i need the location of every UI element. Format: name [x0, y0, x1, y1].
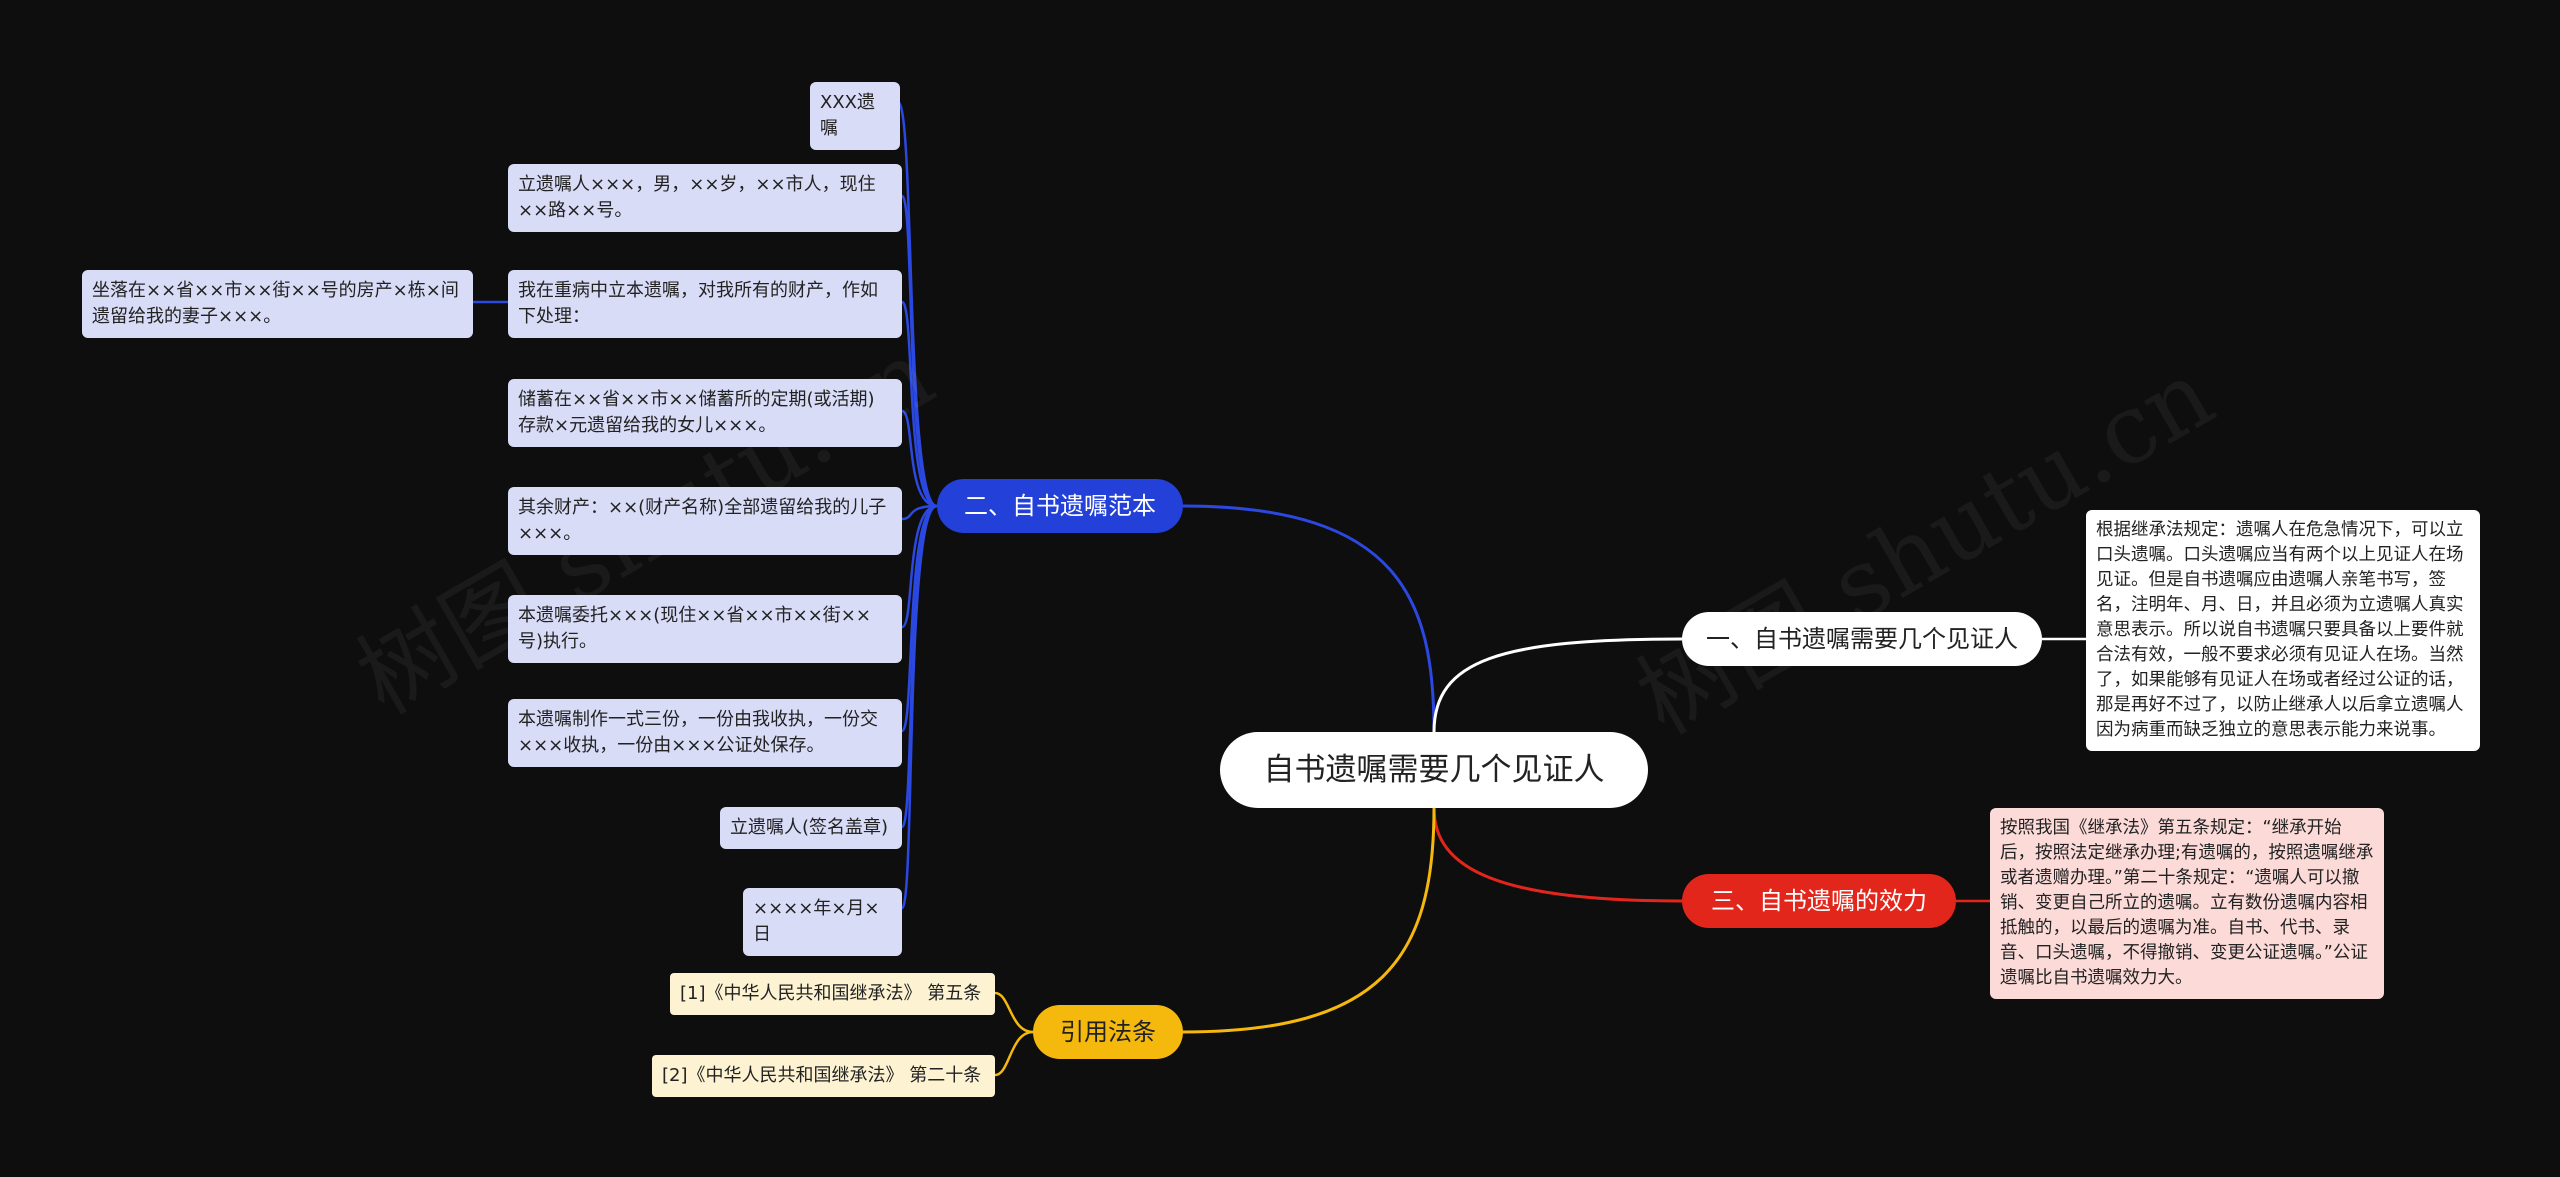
template-item-executor[interactable]: 本遗嘱委托×××(现住××省××市××街××号)执行。 [508, 595, 902, 663]
link-blue-7 [900, 504, 938, 733]
branch-template[interactable]: 二、自书遗嘱范本 [937, 479, 1183, 533]
template-item-signature[interactable]: 立遗嘱人(签名盖章) [720, 807, 902, 849]
link-blue-2 [900, 194, 938, 508]
link-root-yellow [1182, 807, 1436, 1034]
reference-item-1[interactable]: [1]《中华人民共和国继承法》 第五条 [670, 973, 995, 1015]
branch-references[interactable]: 引用法条 [1033, 1005, 1183, 1059]
branch-witness-count[interactable]: 一、自书遗嘱需要几个见证人 [1682, 612, 2042, 666]
template-item-copies[interactable]: 本遗嘱制作一式三份，一份由我收执，一份交×××收执，一份由×××公证处保存。 [508, 699, 902, 767]
link-blue-4 [901, 409, 938, 508]
template-item-intro[interactable]: 我在重病中立本遗嘱，对我所有的财产，作如下处理： [508, 270, 902, 338]
link-blue-6 [900, 504, 938, 629]
link-blue-3 [900, 300, 938, 508]
template-item-savings[interactable]: 储蓄在××省××市××储蓄所的定期(或活期)存款×元遗留给我的女儿×××。 [508, 379, 902, 447]
link-root-white [1432, 637, 1683, 733]
template-item-title[interactable]: XXX遗嘱 [810, 82, 900, 150]
template-item-date[interactable]: ××××年×月×日 [743, 888, 902, 956]
template-item-other-property[interactable]: 其余财产：××(财产名称)全部遗留给我的儿子×××。 [508, 487, 902, 555]
template-subitem-house[interactable]: 坐落在××省××市××街××号的房产×栋×间遗留给我的妻子×××。 [82, 270, 473, 338]
witness-detail-note[interactable]: 根据继承法规定：遗嘱人在危急情况下，可以立口头遗嘱。口头遗嘱应当有两个以上见证人… [2086, 510, 2480, 751]
link-yellow-1 [994, 991, 1034, 1034]
link-blue-9 [900, 504, 938, 910]
link-yellow-2 [994, 1030, 1034, 1077]
link-root-red [1432, 807, 1683, 903]
template-item-testator[interactable]: 立遗嘱人×××，男，××岁，××市人，现住××路××号。 [508, 164, 902, 232]
link-root-blue [1182, 504, 1436, 733]
validity-detail-note[interactable]: 按照我国《继承法》第五条规定：“继承开始后，按照法定继承办理;有遗嘱的，按照遗嘱… [1990, 808, 2384, 999]
reference-item-2[interactable]: [2]《中华人民共和国继承法》 第二十条 [652, 1055, 995, 1097]
branch-validity[interactable]: 三、自书遗嘱的效力 [1682, 874, 1956, 928]
link-blue-8 [900, 504, 938, 829]
root-topic[interactable]: 自书遗嘱需要几个见证人 [1220, 732, 1648, 808]
link-blue-5 [901, 504, 938, 521]
